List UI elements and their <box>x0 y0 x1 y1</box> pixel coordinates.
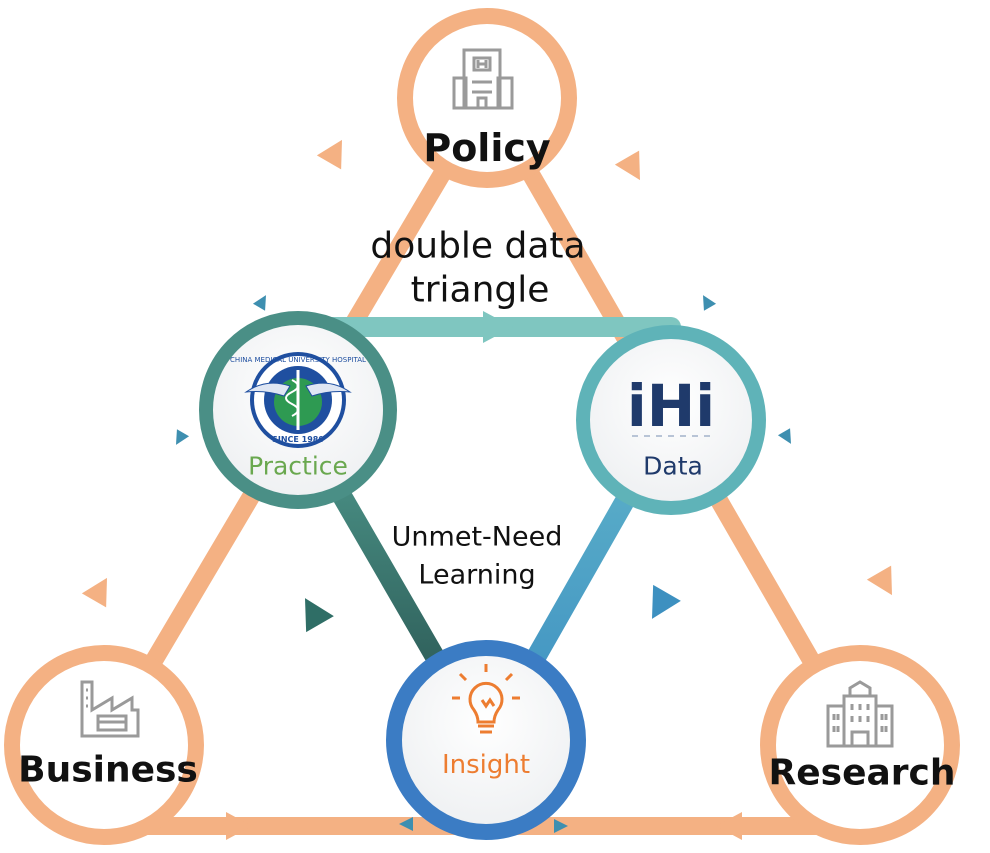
inner-arrow-top-icon <box>483 311 513 343</box>
arrow-bottom-left-icon <box>226 812 252 840</box>
emblem-bottom-text: SINCE 1980 <box>272 435 324 444</box>
outer-flow-arrows <box>81 139 892 840</box>
bidi-arrow-left-down-icon <box>176 429 190 445</box>
ihi-logo-text: iHi <box>627 372 715 440</box>
institution-building-icon <box>826 680 894 748</box>
bidi-arrow-right-up-icon <box>703 295 717 311</box>
arrow-left-edge-upper-icon <box>316 139 342 170</box>
research-label: Research <box>768 752 956 794</box>
practice-label: Practice <box>248 451 348 481</box>
arrow-bottom-right-icon <box>716 812 742 840</box>
office-building-icon <box>452 48 514 110</box>
center-line-1: Unmet-Need <box>391 521 563 553</box>
practice-node: CHINA MEDICAL UNIVERSITY HOSPITAL SINCE … <box>199 311 397 509</box>
center-line-2: Learning <box>418 559 536 591</box>
business-node <box>4 645 204 845</box>
bidi-arrow-bottom-right-icon <box>554 819 568 833</box>
inner-arrow-left-icon <box>305 598 334 633</box>
bidi-arrow-bottom-left-icon <box>399 817 413 831</box>
inner-arrow-right-icon <box>652 584 681 619</box>
hospital-emblem-icon: CHINA MEDICAL UNIVERSITY HOSPITAL SINCE … <box>230 352 366 448</box>
bidi-arrow-right-down-icon <box>777 428 791 444</box>
bidirectional-arrows <box>176 295 791 833</box>
data-label: Data <box>643 451 703 481</box>
insight-label: Insight <box>441 750 531 780</box>
policy-node <box>397 8 577 188</box>
bidi-arrow-left-up-icon <box>252 295 266 311</box>
business-label: Business <box>18 749 198 791</box>
emblem-top-text: CHINA MEDICAL UNIVERSITY HOSPITAL <box>230 356 366 364</box>
ihi-logo-icon: iHi <box>627 372 715 440</box>
arrow-left-edge-lower-icon <box>81 577 107 608</box>
policy-label: Policy <box>423 126 551 170</box>
research-node <box>760 645 960 845</box>
arrow-right-edge-upper-icon <box>614 150 640 181</box>
title-line-2: triangle <box>410 269 550 311</box>
insight-node <box>386 640 586 840</box>
factory-icon <box>80 680 140 738</box>
data-node: iHi <box>576 325 766 515</box>
arrow-right-edge-lower-icon <box>866 565 892 596</box>
lightbulb-icon <box>452 664 520 734</box>
title-line-1: double data <box>370 225 586 267</box>
